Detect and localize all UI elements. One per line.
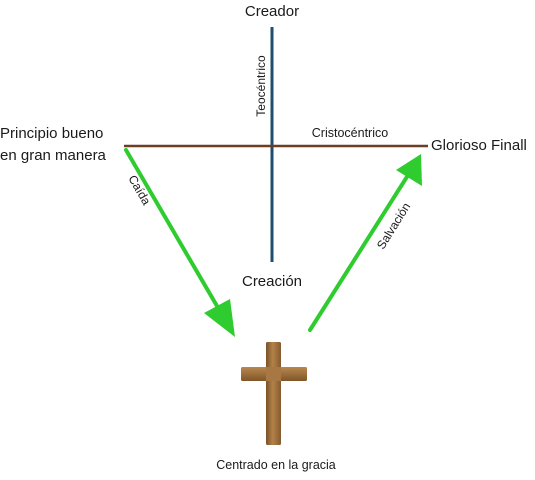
salvation-arrow bbox=[308, 154, 422, 332]
glorioso-final-label: Glorioso Finall bbox=[431, 137, 527, 154]
fall-arrow bbox=[124, 148, 235, 337]
creacion-label: Creación bbox=[242, 273, 302, 290]
wooden-cross-icon bbox=[241, 342, 307, 445]
cristocentrico-label: Cristocéntrico bbox=[312, 126, 388, 140]
principio-label-line2: en gran manera bbox=[0, 147, 107, 164]
principio-label-line1: Principio bueno bbox=[0, 125, 103, 142]
teocentrico-label: Teocéntrico bbox=[254, 55, 268, 117]
creador-label: Creador bbox=[245, 3, 299, 20]
centrado-en-la-gracia-label: Centrado en la gracia bbox=[216, 458, 336, 472]
salvacion-label: Salvación bbox=[374, 200, 413, 252]
